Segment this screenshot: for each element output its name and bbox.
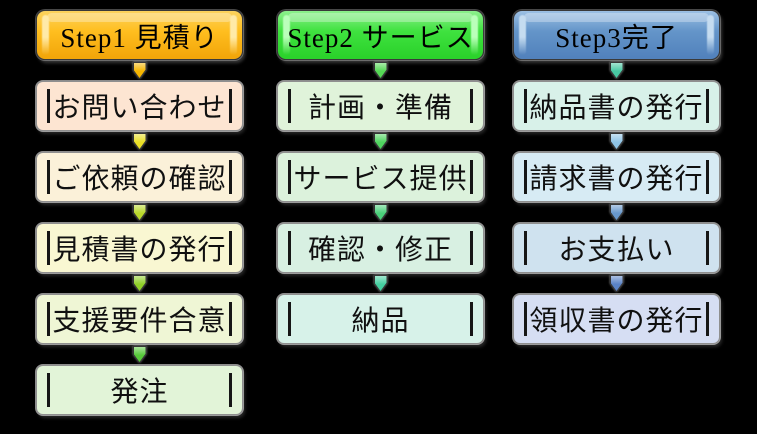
header-left-stripe bbox=[42, 15, 49, 55]
flow-step-service-delivery: サービス提供 bbox=[277, 152, 484, 202]
box-left-bar bbox=[288, 231, 291, 265]
box-left-bar bbox=[47, 89, 50, 123]
step2-header-label: Step2 サービス bbox=[287, 22, 474, 53]
header-gloss-highlight bbox=[288, 13, 473, 22]
header-left-stripe bbox=[283, 15, 290, 55]
flow-column-step2: Step2 サービス 計画・準備 サービス提供 確認・修正 納品 bbox=[277, 10, 484, 344]
flow-step-receipt-issue: 領収書の発行 bbox=[513, 294, 720, 344]
box-left-bar bbox=[524, 302, 527, 336]
box-right-bar bbox=[470, 89, 473, 123]
down-arrow-icon bbox=[609, 131, 624, 152]
step1-header-label: Step1 見積り bbox=[60, 22, 219, 53]
header-gloss-highlight bbox=[524, 13, 709, 22]
flow-step-deliver: 納品 bbox=[277, 294, 484, 344]
header-right-stripe bbox=[230, 15, 237, 55]
box-left-bar bbox=[47, 302, 50, 336]
down-arrow-icon bbox=[373, 273, 388, 294]
box-left-bar bbox=[288, 302, 291, 336]
box-right-bar bbox=[229, 89, 232, 123]
flow-step-label: 納品 bbox=[351, 306, 410, 337]
step3-header-label: Step3完了 bbox=[555, 22, 678, 53]
box-left-bar bbox=[288, 89, 291, 123]
flow-step-label: 確認・修正 bbox=[307, 235, 453, 266]
down-arrow-icon bbox=[132, 273, 147, 294]
box-left-bar bbox=[47, 373, 50, 407]
down-arrow-icon bbox=[609, 273, 624, 294]
down-arrow-icon bbox=[132, 202, 147, 223]
header-left-stripe bbox=[519, 15, 526, 55]
flow-step-label: 納品書の発行 bbox=[529, 93, 704, 124]
flow-step-label: お支払い bbox=[558, 235, 675, 266]
flow-step-request-confirm: ご依頼の確認 bbox=[36, 152, 243, 202]
flow-step-payment: お支払い bbox=[513, 223, 720, 273]
box-right-bar bbox=[706, 160, 709, 194]
box-left-bar bbox=[524, 231, 527, 265]
box-left-bar bbox=[47, 160, 50, 194]
flow-step-requirements-agreement: 支援要件合意 bbox=[36, 294, 243, 344]
box-right-bar bbox=[229, 373, 232, 407]
flow-column-step3: Step3完了 納品書の発行 請求書の発行 お支払い 領収書の発行 bbox=[513, 10, 720, 344]
flow-step-inquiry: お問い合わせ bbox=[36, 81, 243, 131]
header-right-stripe bbox=[707, 15, 714, 55]
down-arrow-icon bbox=[373, 202, 388, 223]
down-arrow-icon bbox=[373, 131, 388, 152]
down-arrow-icon bbox=[609, 202, 624, 223]
box-left-bar bbox=[524, 89, 527, 123]
flow-step-quotation-issue: 見積書の発行 bbox=[36, 223, 243, 273]
box-right-bar bbox=[229, 160, 232, 194]
box-right-bar bbox=[706, 89, 709, 123]
box-right-bar bbox=[470, 302, 473, 336]
flow-step-label: 支援要件合意 bbox=[52, 306, 227, 337]
flow-step-delivery-note-issue: 納品書の発行 bbox=[513, 81, 720, 131]
box-right-bar bbox=[706, 231, 709, 265]
flow-step-label: ご依頼の確認 bbox=[52, 164, 227, 195]
flow-step-label: サービス提供 bbox=[293, 164, 468, 195]
flow-step-label: 計画・準備 bbox=[307, 93, 453, 124]
down-arrow-icon bbox=[609, 60, 624, 81]
down-arrow-icon bbox=[132, 131, 147, 152]
down-arrow-icon bbox=[132, 344, 147, 365]
flow-step-check-revise: 確認・修正 bbox=[277, 223, 484, 273]
flow-step-label: 発注 bbox=[110, 377, 169, 408]
flow-step-label: お問い合わせ bbox=[52, 93, 227, 124]
down-arrow-icon bbox=[132, 60, 147, 81]
box-left-bar bbox=[47, 231, 50, 265]
header-gloss-highlight bbox=[47, 13, 232, 22]
box-right-bar bbox=[470, 231, 473, 265]
flow-step-order: 発注 bbox=[36, 365, 243, 415]
flow-step-label: 領収書の発行 bbox=[529, 306, 704, 337]
box-right-bar bbox=[470, 160, 473, 194]
step2-header: Step2 サービス bbox=[277, 10, 484, 60]
flow-step-label: 見積書の発行 bbox=[52, 235, 227, 266]
flow-step-invoice-issue: 請求書の発行 bbox=[513, 152, 720, 202]
box-right-bar bbox=[706, 302, 709, 336]
header-right-stripe bbox=[471, 15, 478, 55]
box-left-bar bbox=[524, 160, 527, 194]
box-left-bar bbox=[288, 160, 291, 194]
box-right-bar bbox=[229, 302, 232, 336]
flow-column-step1: Step1 見積り お問い合わせ ご依頼の確認 見積書の発行 支援要件合意 発注 bbox=[36, 10, 243, 415]
box-right-bar bbox=[229, 231, 232, 265]
step1-header: Step1 見積り bbox=[36, 10, 243, 60]
step3-header: Step3完了 bbox=[513, 10, 720, 60]
flow-step-plan-prepare: 計画・準備 bbox=[277, 81, 484, 131]
down-arrow-icon bbox=[373, 60, 388, 81]
flow-step-label: 請求書の発行 bbox=[529, 164, 704, 195]
